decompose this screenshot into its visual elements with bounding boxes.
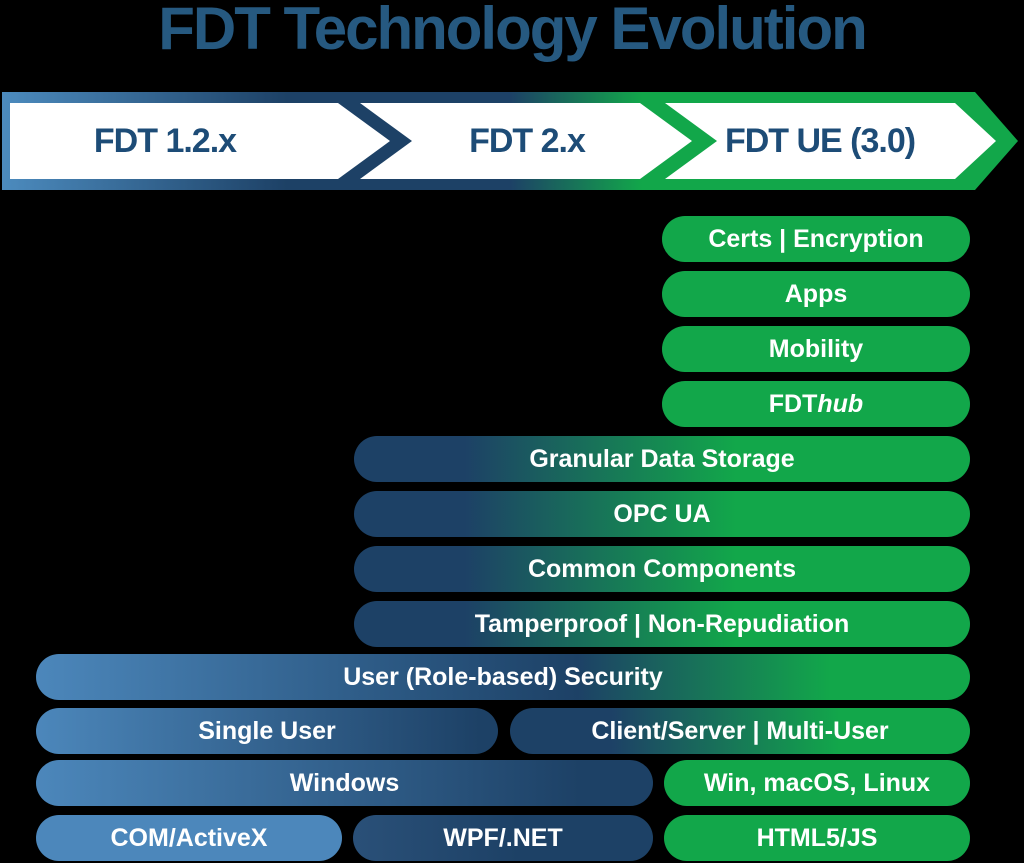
bar-user-role-based-security: User (Role-based) Security [36,654,970,700]
bar-mobility: Mobility [662,326,970,372]
bar-html5-js: HTML5/JS [664,815,970,861]
bar-client-server-multi-user: Client/Server | Multi-User [510,708,970,754]
bar-certs-encryption: Certs | Encryption [662,216,970,262]
stage-arrow-fdtue [665,103,996,179]
stage-arrow-fdt2 [360,103,692,179]
stage-label-fdt12: FDT 1.2.x [93,122,237,160]
bar-wpf-net: WPF/.NET [353,815,653,861]
stage-label-fdt2: FDT 2.x [469,122,586,160]
bar-granular-data-storage: Granular Data Storage [354,436,970,482]
bar-win-macos-linux: Win, macOS, Linux [664,760,970,806]
stage-label-fdtue: FDT UE (3.0) [724,122,916,160]
fdthub-suffix: hub [817,390,864,418]
stage-arrow-fdt12 [10,103,390,179]
bar-common-components: Common Components [354,546,970,592]
page-title: FDT Technology Evolution [158,0,868,62]
bar-apps: Apps [662,271,970,317]
bar-single-user: Single User [36,708,498,754]
bar-tamperproof-non-repudiation: Tamperproof | Non-Repudiation [354,601,970,647]
bar-com-activex: COM/ActiveX [36,815,342,861]
bar-fdthub: FDThub [662,381,970,427]
timeline-arrow-band [2,92,1018,190]
bar-opc-ua: OPC UA [354,491,970,537]
fdthub-prefix: FDT [768,390,818,418]
bar-windows: Windows [36,760,653,806]
